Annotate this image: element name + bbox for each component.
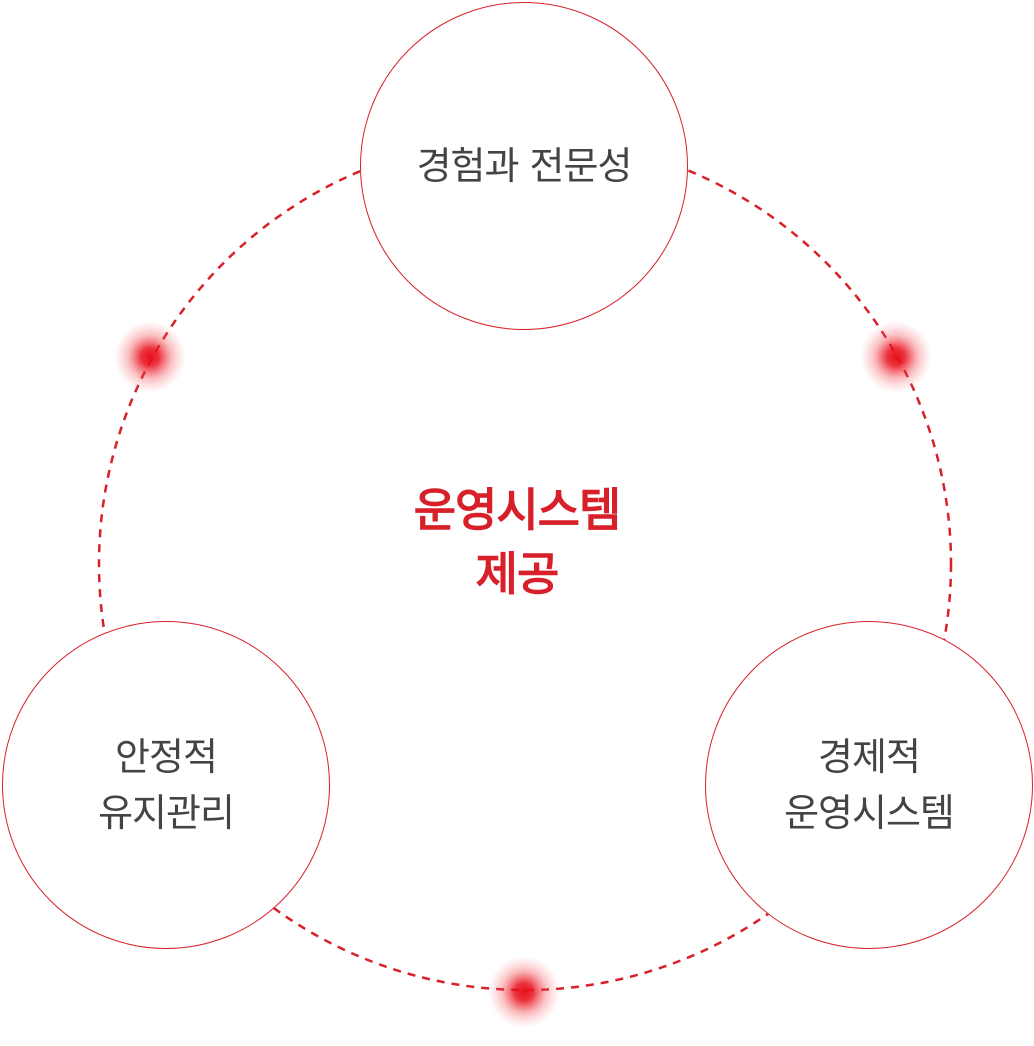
dashed-cycle-ring bbox=[97, 136, 953, 992]
connector-dot-top-left bbox=[114, 321, 186, 393]
node-left-label-line1: 안정적 bbox=[115, 735, 218, 779]
center-title-line2: 제공 bbox=[475, 547, 560, 601]
connector-dot-bottom bbox=[488, 956, 560, 1028]
node-top-label: 경험과 전문성 bbox=[416, 144, 633, 188]
node-stable-maintenance: 안정적 유지관리 bbox=[2, 621, 330, 949]
center-title-line1: 운영시스템 bbox=[413, 483, 622, 537]
node-left-label-line2: 유지관리 bbox=[98, 791, 235, 835]
center-title: 운영시스템 제공 bbox=[317, 478, 717, 606]
node-right-label-line1: 경제적 bbox=[818, 735, 921, 779]
node-economical-operation: 경제적 운영시스템 bbox=[705, 621, 1033, 949]
node-experience-expertise: 경험과 전문성 bbox=[360, 2, 688, 330]
connector-dot-top-right bbox=[860, 321, 932, 393]
node-right-label-line2: 운영시스템 bbox=[784, 791, 955, 835]
